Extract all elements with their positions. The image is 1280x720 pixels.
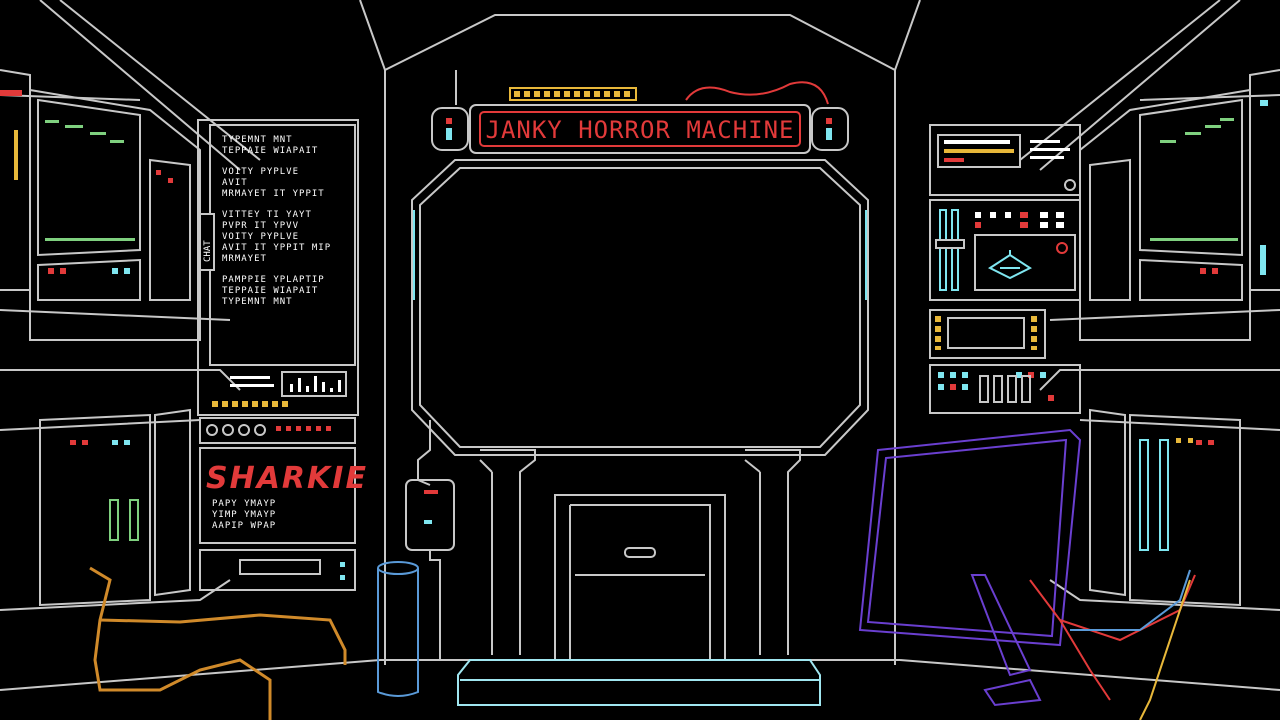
chat-line: VITTEY TI YAYT — [222, 210, 312, 220]
main-viewport[interactable] — [411, 159, 869, 456]
chat-line: PAMPPIE YPLAPTIP — [222, 275, 325, 285]
brand-name: SHARKIE — [206, 461, 368, 496]
chat-equalizer — [290, 376, 341, 392]
pedestal — [457, 449, 821, 706]
slider-handle[interactable] — [935, 239, 965, 249]
brand-panel — [199, 417, 356, 591]
chat-line: TYPEMNT MNT — [222, 135, 293, 145]
chat-line: VOITY PYPLVE — [222, 167, 299, 177]
marquee-sign: JANKY HORROR MACHINE — [431, 70, 849, 154]
chat-line: MRMAYET — [222, 254, 267, 264]
chat-line: TEPPAIE WIAPAIT — [222, 286, 318, 296]
cylinder-canister — [377, 561, 419, 697]
chat-line: TEPPAIE WIAPAIT — [222, 146, 318, 156]
chat-line: MRMAYET IT YPPIT — [222, 189, 325, 199]
hanging-box — [405, 420, 455, 660]
left-lamp-icon — [431, 107, 469, 151]
tilted-monitor[interactable] — [858, 428, 1082, 707]
brand-subline: YIMP YMAYP — [212, 510, 276, 520]
right-lamp-icon — [811, 107, 849, 151]
chat-line: TYPEMNT MNT — [222, 297, 293, 307]
chat-line: VOITY PYPLVE — [222, 232, 299, 242]
brand-subline: PAPY YMAYP — [212, 499, 276, 509]
right-control-stack — [929, 124, 1081, 414]
room-frame — [0, 0, 1280, 691]
left-side-console — [0, 69, 241, 607]
chat-line: PVPR IT YPVV — [222, 221, 299, 231]
marquee-title: JANKY HORROR MACHINE — [486, 116, 795, 144]
power-icon[interactable] — [1064, 179, 1076, 191]
brand-subline: AAPIP WPAP — [212, 521, 276, 531]
cables — [89, 566, 1196, 720]
chat-line: AVIT — [222, 178, 248, 188]
chat-line: AVIT IT YPPIT MIP — [222, 243, 331, 253]
right-side-console — [1039, 69, 1280, 607]
chat-tab-label[interactable]: CHAT — [203, 240, 213, 262]
radar-icon — [987, 250, 1033, 280]
